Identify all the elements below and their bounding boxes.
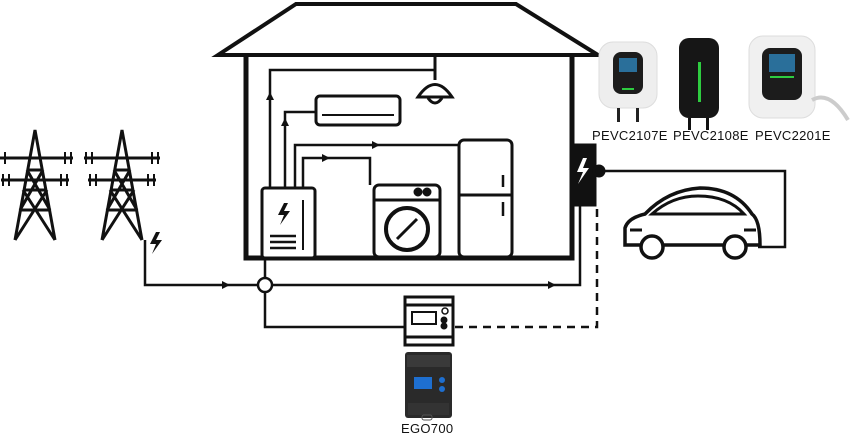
ceiling-lamp-icon (415, 55, 455, 105)
power-pylon-2 (82, 128, 162, 242)
power-pylon-1 (0, 128, 75, 242)
junction-node (256, 276, 274, 294)
charger-label-pevc2107e: PEVC2107E (592, 128, 668, 143)
ev-charger-outlet[interactable] (569, 143, 606, 207)
washing-machine-icon (372, 183, 442, 259)
ego700-controller-image (405, 352, 452, 421)
grid-line (143, 205, 582, 287)
comm-line (455, 205, 599, 329)
charger-label-pevc2108e: PEVC2108E (673, 128, 749, 143)
charger-label-pevc2201e: PEVC2201E (755, 128, 831, 143)
inverter-box (260, 186, 317, 260)
electric-car-icon (623, 186, 762, 260)
car-cable (605, 169, 787, 249)
charger-pevc2201e-image (748, 35, 850, 122)
charger-pevc2108e-image (679, 38, 719, 130)
charger-pevc2107e-image (598, 41, 658, 122)
grid-bolt-icon (148, 230, 164, 256)
controller-label-ego700: EGO700 (401, 421, 454, 436)
air-conditioner-icon (314, 94, 402, 127)
energy-meter-icon (403, 295, 455, 347)
refrigerator-icon (457, 138, 514, 259)
